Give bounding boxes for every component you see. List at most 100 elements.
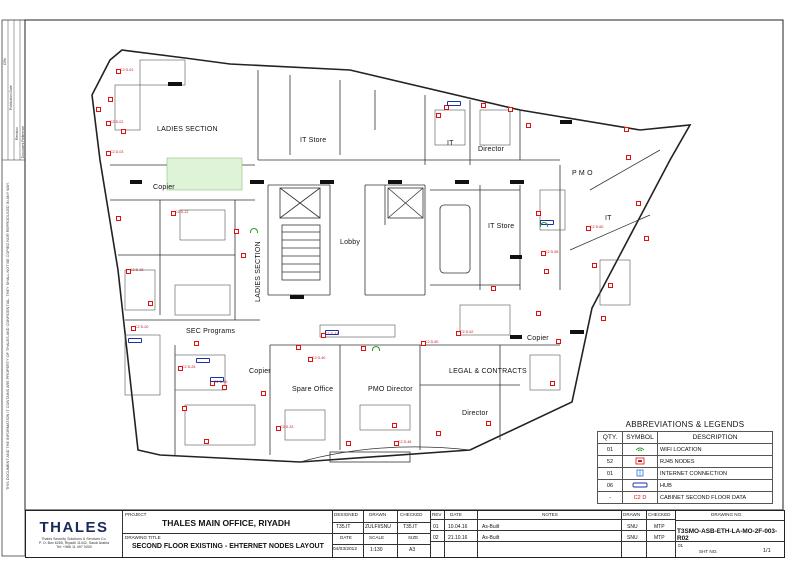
rj45-node-icon (544, 269, 549, 274)
room-label: Director (462, 410, 489, 417)
building-outline (91, 49, 692, 463)
legend-qty: 06 (597, 479, 623, 492)
rev-drawn-col: DRAWN SNU SNU (621, 511, 647, 557)
cabinet-node-label: C2 D-02 (110, 120, 124, 124)
rj45-node-icon (622, 455, 658, 468)
checked-label: CHECKED (400, 512, 423, 517)
rj45-node-icon (308, 357, 313, 362)
wifi-icon (622, 443, 658, 456)
rj45-node-icon (182, 406, 187, 411)
drawing-number: T3SMO-ASB-ETH-LA-MO-2F-003-R02 (677, 528, 778, 542)
rj45-node-icon (116, 216, 121, 221)
room-label: IT Store (488, 223, 515, 230)
project-name: THALES MAIN OFFICE, RIYADH (162, 518, 291, 528)
cabinet-node-label: C2 D-01 (120, 68, 134, 72)
rj45-node-icon (601, 316, 606, 321)
rj45-node-icon (636, 201, 641, 206)
rev-notes-col: NOTES As-Built As-Built (477, 511, 622, 557)
hub-icon (447, 101, 461, 106)
drawn-label: DRAWN (369, 512, 387, 517)
open-area-hatch (166, 157, 243, 191)
rj45-node-icon (541, 251, 546, 256)
cabinet-node-label: C2 D-55 (545, 250, 559, 254)
rj45-node-icon (626, 155, 631, 160)
cabinet-node-label: C2 D-03 (110, 150, 124, 154)
legend: ABBREVIATIONS & LEGENDS QTY. SYMBOL DESC… (597, 420, 773, 504)
rj45-node-icon (508, 107, 513, 112)
rj45-node-icon (421, 341, 426, 346)
hub-icon (325, 330, 339, 335)
rj45-node-icon (436, 431, 441, 436)
rj45-node-icon (536, 211, 541, 216)
rj45-node-icon (550, 381, 555, 386)
floor-plan (91, 49, 692, 463)
cabinet-node-label: C2 D-60 (590, 225, 604, 229)
legend-qty: - (597, 491, 623, 504)
rj45-node-icon (624, 127, 629, 132)
legend-qty: 52 (597, 455, 623, 468)
rj45-node-icon (241, 253, 246, 258)
rj45-node-icon (644, 236, 649, 241)
room-label: IT (447, 140, 454, 147)
room-label: LADIES SECTION (157, 126, 218, 133)
room-label: Lobby (340, 239, 361, 246)
rj45-node-icon (126, 269, 131, 274)
title-block: THALES Thales Security Solutions & Servi… (25, 510, 785, 558)
rj45-node-icon (321, 333, 326, 338)
drawing-title-label: DRAWING TITLE (125, 535, 161, 540)
company-sub: Thales Security Solutions & Services Co. (41, 537, 107, 541)
legend-table: QTY. SYMBOL DESCRIPTION 01 WIFI LOCATION… (597, 431, 773, 504)
legend-header: QTY. (597, 431, 623, 444)
rj45-node-icon (171, 211, 176, 216)
rj45-node-icon (296, 345, 301, 350)
legend-description: CABINET SECOND FLOOR DATA (657, 491, 773, 504)
rev-date-col: DATE 10.04.16 21.10.16 (444, 511, 478, 557)
rj45-node-icon (106, 151, 111, 156)
cabinet-node-label: C2 D-15 (130, 268, 144, 272)
wifi-icon (250, 228, 258, 233)
room-label: IT (605, 215, 612, 222)
legend-header: SYMBOL (622, 431, 658, 444)
rev-checked-col: CHECKED MTP MTP (646, 511, 676, 557)
rj45-node-icon (486, 421, 491, 426)
sheet-label: SHT NO. (699, 549, 718, 554)
hub-icon (128, 338, 142, 343)
room-label: Copier (527, 335, 549, 342)
rj45-node-icon (556, 339, 561, 344)
rj45-node-icon (108, 97, 113, 102)
rev-header: REV (432, 512, 442, 517)
legend-header: DESCRIPTION (657, 431, 773, 444)
company-cell: THALES Thales Security Solutions & Servi… (26, 511, 123, 557)
designed-cell: DESIGNED T35.IT DATE 04/03/2012 (332, 511, 364, 557)
legend-description: WIFI LOCATION (657, 443, 773, 456)
rj45-node-icon (261, 391, 266, 396)
internet-connection-icon (622, 467, 658, 480)
size-label: SIZE (408, 535, 419, 540)
room-label: Copier (249, 368, 271, 375)
rev-notes: As-Built (482, 535, 500, 541)
drawing-title: SECOND FLOOR EXISTING - EHTERNET NODES L… (132, 543, 324, 550)
checked-cell: CHECKED T35.IT SIZE A3 (397, 511, 431, 557)
rev-drawn: SNU (627, 535, 638, 541)
rj45-node-icon (106, 121, 111, 126)
rj45-node-icon (116, 69, 121, 74)
rev-number: 02 (433, 535, 439, 541)
room-label: Spare Office (292, 386, 334, 393)
rev-checked: MTP (654, 524, 665, 530)
size-value: A3 (409, 547, 416, 553)
rj45-node-icon (491, 286, 496, 291)
cabinet-node-label: C2 D-33 (280, 425, 294, 429)
rj45-node-icon (392, 423, 397, 428)
room-label: Copier (153, 184, 175, 191)
legend-qty: 01 (597, 467, 623, 480)
cabinet-node-label: C2 D-30 (214, 380, 228, 384)
rev-date: 21.10.16 (448, 535, 468, 541)
legend-title: ABBREVIATIONS & LEGENDS (625, 420, 745, 429)
wifi-icon (372, 346, 380, 351)
room-label: Director (478, 146, 505, 153)
rev-header: NOTES (542, 512, 558, 517)
rj45-node-icon (194, 341, 199, 346)
cabinet-node-label: C2 D-50 (425, 340, 439, 344)
room-label: P M O (572, 170, 593, 177)
